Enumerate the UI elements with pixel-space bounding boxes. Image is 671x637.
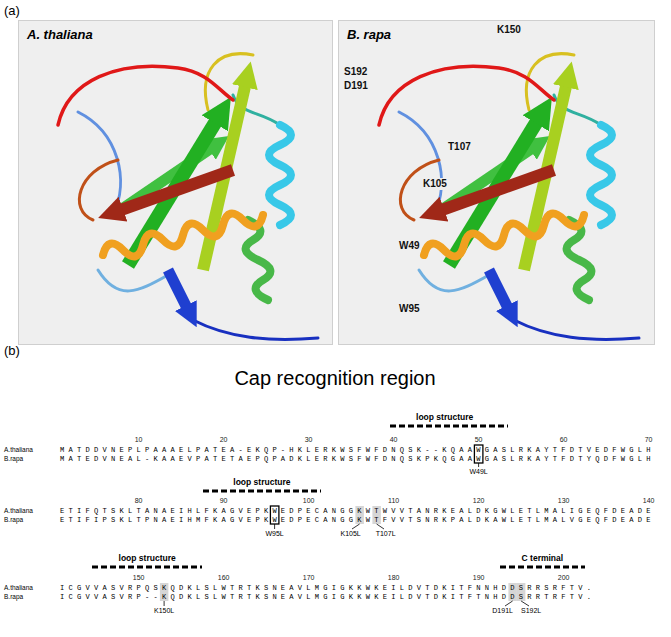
residue-label: S192 <box>343 66 368 78</box>
mutation-label: W49L <box>469 468 487 476</box>
position-number: 90 <box>220 497 228 505</box>
species-panel: B. rapa <box>338 20 655 345</box>
sequence-row: M A T E D V N E A L - K A A E V P A T E … <box>60 455 650 463</box>
species-name: A.thaliana <box>4 507 33 515</box>
position-number: 80 <box>135 497 143 505</box>
position-number: 180 <box>388 574 400 582</box>
position-number: 170 <box>303 574 315 582</box>
panel-letter: (a) <box>4 3 20 18</box>
region-label: loop structure <box>416 412 473 422</box>
species-panel: A. thaliana <box>18 20 333 345</box>
position-number: 140 <box>643 497 655 505</box>
panel-title: B. rapa <box>347 27 391 42</box>
position-number: 130 <box>558 497 570 505</box>
position-number: 110 <box>388 497 399 505</box>
sequence-row: E T I F Q T S K L T A N A E I H L F K A … <box>60 507 650 515</box>
position-number: 20 <box>220 436 228 444</box>
mutation-label: D191L <box>492 607 513 615</box>
residue-label: T107 <box>447 141 472 153</box>
section-title: Cap recognition region <box>234 366 435 390</box>
position-number: 160 <box>218 574 230 582</box>
position-number: 120 <box>473 497 485 505</box>
position-number: 40 <box>390 436 398 444</box>
sequence-row: I C G V V A S V R P Q S K Q D K L S L W … <box>60 584 591 592</box>
region-label: C terminal <box>522 553 564 563</box>
species-name: B.rapa <box>4 516 23 524</box>
mutation-label: W95L <box>265 530 283 538</box>
panel-ground <box>338 20 655 345</box>
sequence-row: E T I F I P S K L T P N A E I H M F K A … <box>60 516 650 524</box>
mutation-label: K150L <box>154 607 174 615</box>
position-number: 200 <box>558 574 570 582</box>
position-number: 30 <box>305 436 313 444</box>
panel-letter: (b) <box>4 343 20 358</box>
protein-ribbon <box>379 54 639 340</box>
species-name: B.rapa <box>4 455 23 463</box>
mutation-label: K105L <box>341 530 361 538</box>
region-label: loop structure <box>119 553 176 563</box>
residue-label: D191 <box>343 80 369 92</box>
panel-ground <box>18 20 333 345</box>
species-name: A.thaliana <box>4 446 33 454</box>
mutation-label: T107L <box>376 530 396 538</box>
panel-title: A. thaliana <box>27 27 93 42</box>
position-number: 190 <box>473 574 485 582</box>
position-number: 150 <box>133 574 145 582</box>
species-name: A.thaliana <box>4 584 33 592</box>
species-name: B.rapa <box>4 593 23 601</box>
residue-label: K150 <box>496 24 522 36</box>
sequence-row: I C G V V A S V R P - - K Q D K L S L W … <box>60 593 591 601</box>
position-number: 70 <box>645 436 653 444</box>
position-number: 60 <box>560 436 568 444</box>
residue-label: W49 <box>398 240 421 252</box>
sequence-row: M A T D D V N E P L P A A A E L P A T E … <box>60 446 650 454</box>
position-number: 50 <box>475 436 483 444</box>
region-label: loop structure <box>233 477 290 487</box>
position-number: 10 <box>135 436 143 444</box>
protein-ribbon <box>58 54 318 340</box>
residue-label: W95 <box>398 303 421 315</box>
residue-label: K105 <box>422 178 448 190</box>
position-number: 100 <box>303 497 315 505</box>
mutation-label: S192L <box>521 607 541 615</box>
